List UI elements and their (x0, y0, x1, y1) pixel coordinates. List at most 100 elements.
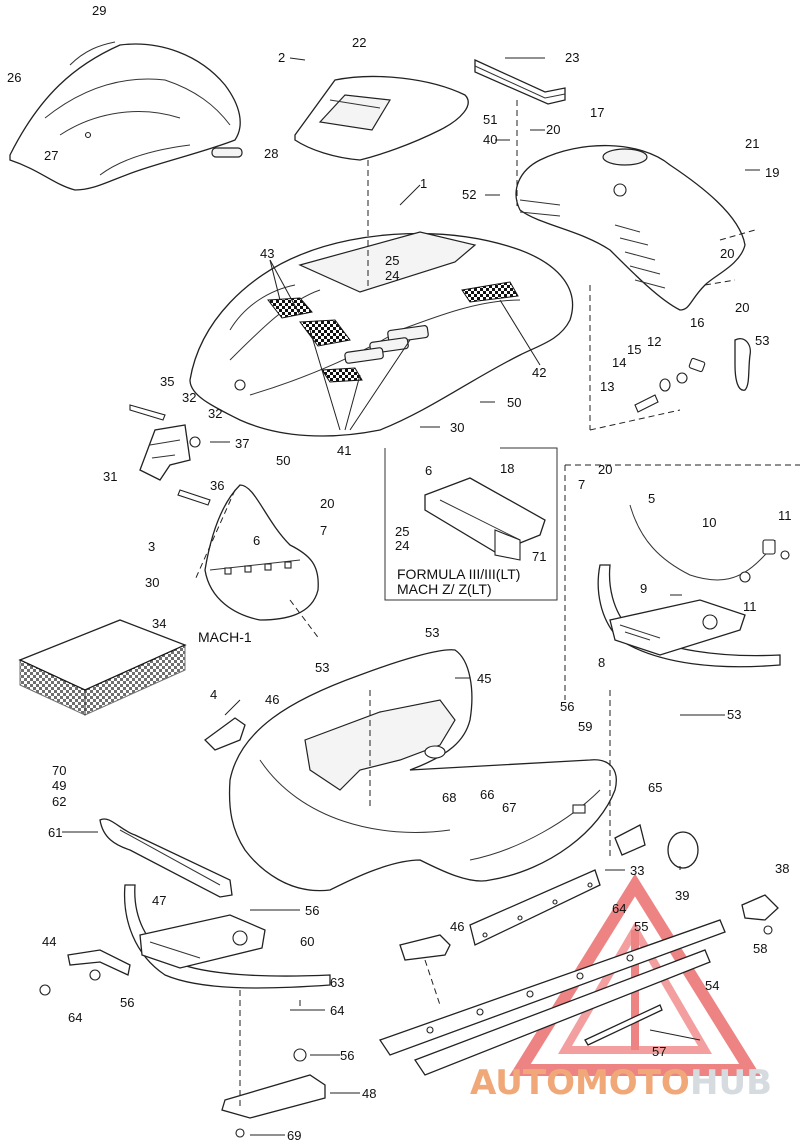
part-disc-39 (667, 831, 699, 869)
part-vent-cover (294, 75, 469, 161)
callout-41: 41 (337, 443, 351, 458)
callout-25a: 25 (385, 253, 399, 268)
callout-32a: 32 (182, 390, 196, 405)
variant-box-formula (384, 447, 558, 601)
callout-64c: 64 (68, 1010, 82, 1025)
part-bottom-plate (221, 1048, 326, 1138)
callout-2: 2 (278, 50, 285, 65)
callout-20a: 20 (546, 122, 560, 137)
callout-56b: 56 (305, 903, 319, 918)
part-cable (629, 504, 790, 583)
callout-26: 26 (7, 70, 21, 85)
callout-61: 61 (48, 825, 62, 840)
part-hood (189, 231, 574, 437)
callout-25b: 25 (395, 524, 409, 539)
part-mount-bracket (129, 404, 211, 506)
callout-36: 36 (210, 478, 224, 493)
callout-44: 44 (42, 934, 56, 949)
callout-59: 59 (578, 719, 592, 734)
callout-38: 38 (775, 861, 789, 876)
callout-23: 23 (565, 50, 579, 65)
callout-10: 10 (702, 515, 716, 530)
watermark-word-a: AUTOMOTO (470, 1063, 690, 1103)
callout-5: 5 (648, 491, 655, 506)
callout-39: 39 (675, 888, 689, 903)
callout-29: 29 (92, 3, 106, 18)
callout-8: 8 (598, 655, 605, 670)
callout-7a: 7 (320, 523, 327, 538)
callout-56c: 56 (120, 995, 134, 1010)
part-rear-panel (515, 144, 746, 311)
callout-33: 33 (630, 863, 644, 878)
watermark-word-b: HUB (690, 1063, 772, 1103)
callout-53a: 53 (755, 333, 769, 348)
callout-57: 57 (652, 1044, 666, 1059)
callout-65: 65 (648, 780, 662, 795)
callout-54: 54 (705, 978, 719, 993)
callout-14: 14 (612, 355, 626, 370)
part-bracket-38 (741, 894, 779, 935)
callout-50b: 50 (276, 453, 290, 468)
part-plate-33 (469, 869, 601, 946)
callout-48: 48 (362, 1086, 376, 1101)
callout-49: 49 (52, 778, 66, 793)
callout-13: 13 (600, 379, 614, 394)
callout-53c: 53 (315, 660, 329, 675)
callout-60: 60 (300, 934, 314, 949)
part-handle-strip (474, 58, 566, 105)
callout-30b: 30 (145, 575, 159, 590)
callout-6a: 6 (425, 463, 432, 478)
callout-46a: 46 (265, 692, 279, 707)
callout-12: 12 (647, 334, 661, 349)
callout-52: 52 (462, 187, 476, 202)
callout-24a: 24 (385, 268, 399, 283)
callout-55: 55 (634, 919, 648, 934)
callout-17: 17 (590, 105, 604, 120)
callout-35: 35 (160, 374, 174, 389)
part-strip-57 (584, 1004, 663, 1046)
callout-21: 21 (745, 136, 759, 151)
callout-34: 34 (152, 616, 166, 631)
part-plate-65 (614, 824, 646, 856)
callout-30a: 30 (450, 420, 464, 435)
callout-20e: 20 (598, 462, 612, 477)
dashed-lines (194, 100, 800, 1110)
callout-20b: 20 (720, 246, 734, 261)
part-skid-54 (378, 919, 726, 1076)
callout-24b: 24 (395, 538, 409, 553)
callout-51: 51 (483, 112, 497, 127)
callout-11b: 11 (743, 599, 757, 614)
callout-11a: 11 (778, 508, 792, 523)
part-bracket-44 (39, 949, 131, 996)
callout-67: 67 (502, 800, 516, 815)
callout-32b: 32 (208, 406, 222, 421)
hardware-group-12-15 (634, 357, 706, 413)
callout-labels: 29 26 27 28 2 22 23 17 51 40 20 52 21 19… (7, 3, 792, 1143)
callout-69: 69 (287, 1128, 301, 1143)
part-support-61 (99, 818, 233, 898)
part-bracket-16 (734, 338, 751, 391)
leader-lines (62, 57, 760, 1136)
callout-7b: 7 (578, 477, 585, 492)
callout-70: 70 (52, 763, 66, 778)
callout-56a: 56 (560, 699, 574, 714)
callout-68: 68 (442, 790, 456, 805)
callout-20c: 20 (735, 300, 749, 315)
callout-64b: 64 (330, 1003, 344, 1018)
part-belly-pan (228, 649, 617, 892)
callout-53d: 53 (727, 707, 741, 722)
watermark-logo: AUTOMOTO HUB (470, 1063, 772, 1103)
callout-64a: 64 (612, 901, 626, 916)
callout-28: 28 (264, 146, 278, 161)
callout-42: 42 (532, 365, 546, 380)
callout-16: 16 (690, 315, 704, 330)
part-bumper-left (123, 884, 331, 989)
variant-label-mach1: MACH-1 (198, 629, 252, 645)
callout-63: 63 (330, 975, 344, 990)
callout-43: 43 (260, 246, 274, 261)
callout-46b: 46 (450, 919, 464, 934)
callout-31: 31 (103, 469, 117, 484)
callout-40: 40 (483, 132, 497, 147)
callout-45: 45 (477, 671, 491, 686)
part-windshield (9, 41, 243, 191)
